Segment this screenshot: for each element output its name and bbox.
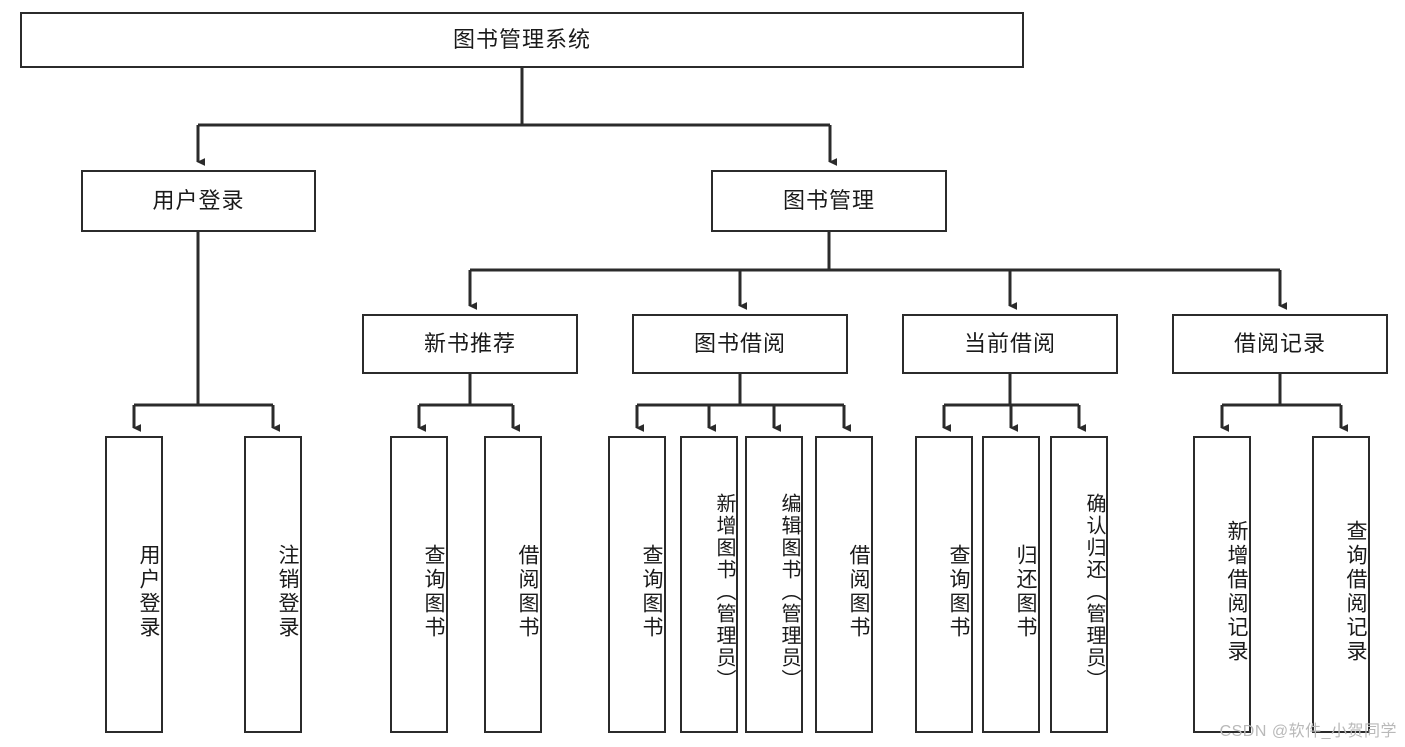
node-leaf-return-book[interactable]: 归还图书	[982, 436, 1040, 733]
node-root-label: 图书管理系统	[452, 26, 591, 52]
node-borrow-record-label: 借阅记录	[1233, 330, 1326, 356]
node-leaf-query-book-3-label: 查询图书	[947, 543, 970, 640]
node-book-borrow[interactable]: 图书借阅	[632, 314, 848, 374]
node-leaf-query-book-2-label: 查询图书	[640, 543, 663, 640]
node-leaf-user-login-label: 用户登录	[137, 543, 160, 640]
node-book-borrow-label: 图书借阅	[693, 330, 786, 356]
node-leaf-query-record[interactable]: 查询借阅记录	[1312, 436, 1370, 733]
node-leaf-return-book-label: 归还图书	[1014, 543, 1037, 640]
node-new-book-rec-label: 新书推荐	[423, 330, 516, 356]
node-leaf-query-record-label: 查询借阅记录	[1344, 519, 1367, 664]
node-leaf-borrow-book-2[interactable]: 借阅图书	[815, 436, 873, 733]
node-book-manage-label: 图书管理	[782, 187, 875, 213]
node-leaf-add-record[interactable]: 新增借阅记录	[1193, 436, 1251, 733]
node-leaf-query-book-2[interactable]: 查询图书	[608, 436, 666, 733]
node-leaf-query-book-1[interactable]: 查询图书	[390, 436, 448, 733]
node-user-login-label: 用户登录	[152, 187, 245, 213]
csdn-watermark: CSDN @软件_小贺同学	[1219, 723, 1397, 740]
node-leaf-confirm-return-label: 确认归还（管理员）	[1083, 492, 1105, 691]
node-leaf-user-logout[interactable]: 注销登录	[244, 436, 302, 733]
node-current-borrow-label: 当前借阅	[963, 330, 1056, 356]
node-current-borrow[interactable]: 当前借阅	[902, 314, 1118, 374]
node-leaf-borrow-book-1-label: 借阅图书	[516, 543, 539, 640]
node-borrow-record[interactable]: 借阅记录	[1172, 314, 1388, 374]
node-leaf-borrow-book-2-label: 借阅图书	[847, 543, 870, 640]
node-leaf-add-record-label: 新增借阅记录	[1225, 519, 1248, 664]
node-root[interactable]: 图书管理系统	[20, 12, 1024, 68]
node-leaf-edit-book-label: 编辑图书（管理员）	[778, 492, 800, 691]
node-leaf-add-book-label: 新增图书（管理员）	[713, 492, 735, 691]
node-book-manage[interactable]: 图书管理	[711, 170, 947, 232]
node-leaf-edit-book[interactable]: 编辑图书（管理员）	[745, 436, 803, 733]
node-leaf-query-book-1-label: 查询图书	[422, 543, 445, 640]
node-leaf-confirm-return[interactable]: 确认归还（管理员）	[1050, 436, 1108, 733]
node-leaf-query-book-3[interactable]: 查询图书	[915, 436, 973, 733]
node-user-login[interactable]: 用户登录	[81, 170, 316, 232]
node-leaf-user-logout-label: 注销登录	[276, 543, 299, 640]
node-leaf-add-book[interactable]: 新增图书（管理员）	[680, 436, 738, 733]
node-leaf-user-login[interactable]: 用户登录	[105, 436, 163, 733]
node-leaf-borrow-book-1[interactable]: 借阅图书	[484, 436, 542, 733]
node-new-book-rec[interactable]: 新书推荐	[362, 314, 578, 374]
